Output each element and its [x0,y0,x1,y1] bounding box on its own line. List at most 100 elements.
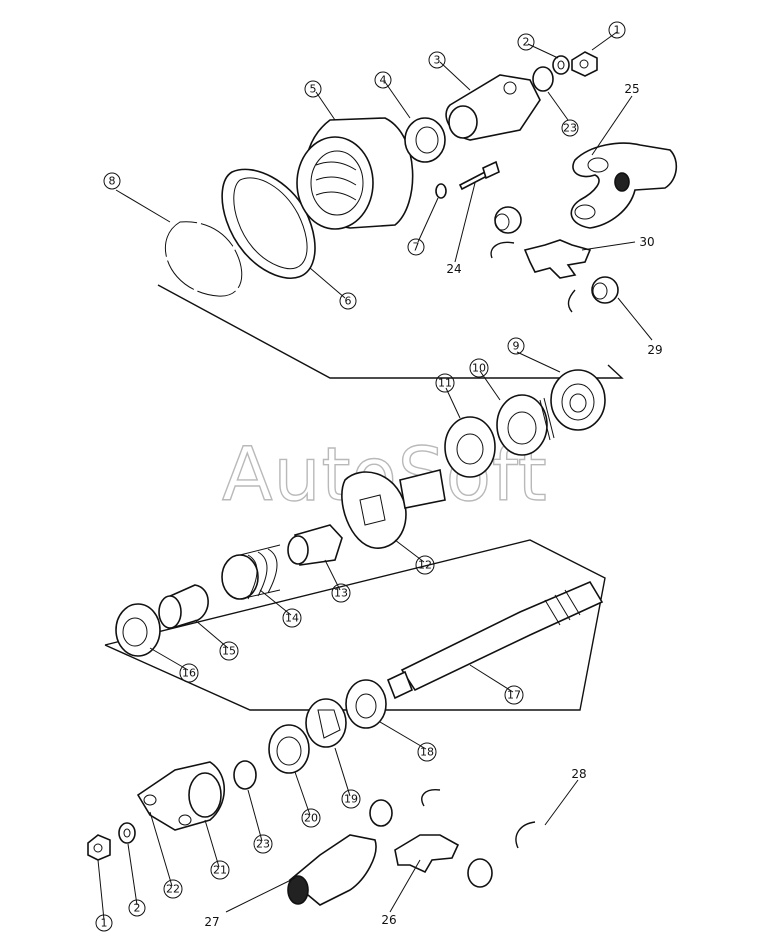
svg-text:9: 9 [513,340,520,353]
part-washer-7 [435,183,447,199]
svg-text:14: 14 [285,612,299,625]
callout-1-top: 1 [608,21,626,39]
part-spring-14 [221,544,281,600]
svg-text:8: 8 [109,175,116,188]
part-circlip-29 [567,289,576,313]
svg-text:22: 22 [166,883,180,896]
part-nut-1-top [571,51,598,77]
part-seal-20 [268,724,310,774]
callout-22: 22 [163,879,183,899]
callout-6: 6 [339,292,357,310]
part-bearing-16 [115,603,161,657]
part-yoke-3 [445,74,541,141]
part-flange-yoke-25 [570,142,678,229]
callout-7: 7 [407,238,425,256]
svg-text:20: 20 [304,812,318,825]
callout-23-bottom: 23 [253,834,273,854]
callout-5: 5 [304,80,322,98]
svg-text:23: 23 [256,838,270,851]
callout-2-top: 2 [517,33,535,51]
callout-13: 13 [331,583,351,603]
svg-text:16: 16 [182,667,196,680]
part-gasket-6 [221,168,316,279]
callout-11: 11 [435,373,455,393]
label-27: 27 [204,915,219,929]
part-spider-cross-30 [523,239,592,279]
svg-text:19: 19 [344,793,358,806]
part-bearing-cup-26a [369,799,393,827]
svg-text:2: 2 [134,902,141,915]
label-28: 28 [571,767,586,781]
svg-text:2: 2 [523,36,530,49]
part-bearing-9 [550,369,606,431]
part-bearing-race-10 [496,394,555,456]
svg-text:13: 13 [334,587,348,600]
part-oring-23-top [532,66,554,92]
group-outline-top [157,284,624,379]
svg-text:1: 1 [101,917,108,930]
part-housing-5 [296,117,414,230]
callout-3: 3 [428,51,446,69]
callout-23-top: 23 [561,119,579,137]
svg-text:21: 21 [213,864,227,877]
label-29: 29 [647,343,662,357]
label-26: 26 [381,913,396,927]
svg-text:7: 7 [413,241,420,254]
part-bearing-18 [345,679,387,729]
callout-9: 9 [507,337,525,355]
callout-17: 17 [504,685,524,705]
svg-text:10: 10 [472,362,486,375]
part-nut-1-bottom [87,834,111,861]
part-bearing-cup-26b [467,858,493,888]
callout-1-bottom: 1 [95,914,113,932]
group-outline-middle [104,539,606,711]
part-washer-2-top [552,55,570,75]
svg-text:17: 17 [507,689,521,702]
callout-20: 20 [301,808,321,828]
callout-14: 14 [282,608,302,628]
part-circlip-28 [515,821,536,849]
part-collar-15 [158,584,209,630]
callout-8: 8 [103,172,121,190]
part-bearing-cup-29 [591,276,619,304]
svg-text:23: 23 [563,122,577,135]
svg-text:12: 12 [418,559,432,572]
callout-12: 12 [415,555,435,575]
callout-19: 19 [341,789,361,809]
part-slip-yoke-27 [287,834,377,906]
svg-text:18: 18 [420,746,434,759]
part-sleeve-13 [287,524,343,566]
svg-text:15: 15 [222,645,236,658]
svg-text:4: 4 [380,74,387,87]
callout-16: 16 [179,663,199,683]
part-flange-yoke-21 [136,761,225,831]
callout-10: 10 [469,358,489,378]
callout-4: 4 [374,71,392,89]
part-snap-ring-8 [164,221,243,297]
callout-2-bottom: 2 [128,899,146,917]
part-washer-2-bottom [118,822,136,844]
part-seal-4 [404,117,446,163]
callout-18: 18 [417,742,437,762]
label-24: 24 [446,262,461,276]
svg-text:3: 3 [434,54,441,67]
part-circlip-30a [490,241,515,259]
svg-text:11: 11 [438,377,452,390]
part-shaft-17 [386,580,604,700]
svg-text:1: 1 [614,24,621,37]
part-nut-19 [305,698,347,748]
part-spider-cross-26 [394,834,460,874]
svg-text:5: 5 [310,83,317,96]
label-25: 25 [624,82,639,96]
svg-text:6: 6 [345,295,352,308]
callout-21: 21 [210,860,230,880]
callout-15: 15 [219,641,239,661]
label-30: 30 [639,235,654,249]
part-bevel-gear-12 [341,469,446,549]
part-bearing-cup-30a [494,206,522,234]
part-oring-23-bottom [233,760,257,790]
part-bearing-11 [444,416,496,478]
part-circlip-26a [421,789,441,807]
part-bolt-24 [458,160,500,191]
